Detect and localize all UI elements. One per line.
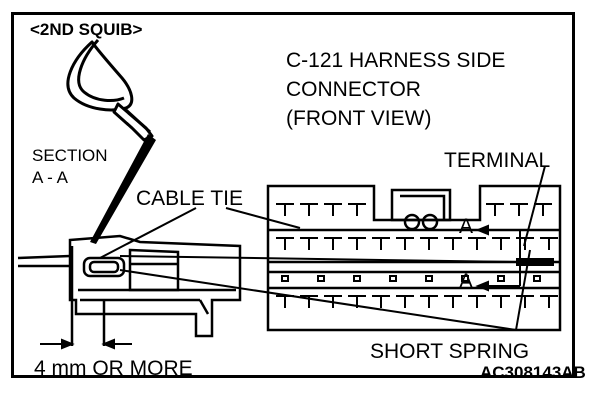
terminal-cavity — [540, 237, 558, 250]
section-label: SECTION — [32, 146, 108, 165]
terminal-cavity — [468, 295, 486, 308]
diagram-frame — [11, 12, 575, 378]
terminal-cavity — [510, 203, 528, 216]
section-leader — [90, 134, 156, 244]
short-spring — [516, 258, 554, 266]
caption-line-1: C-121 HARNESS SIDE — [286, 49, 506, 72]
terminal-cavity — [276, 295, 294, 308]
dimension-label: 4 mm OR MORE — [34, 357, 193, 380]
terminal-cavity — [372, 295, 390, 308]
section-a-a-view — [17, 234, 242, 346]
cable-tie-label: CABLE TIE — [136, 187, 243, 210]
terminal-slot — [497, 275, 505, 282]
terminal-label: TERMINAL — [444, 149, 551, 172]
section-marker-lower: A — [459, 270, 474, 293]
terminal-cavity — [492, 237, 510, 250]
section-marker-arrows — [475, 224, 521, 292]
header-title: <2ND SQUIB> — [30, 20, 143, 39]
terminal-cavity — [492, 295, 510, 308]
terminal-slot — [389, 275, 397, 282]
short-spring-label: SHORT SPRING — [370, 340, 530, 363]
terminal-cavity — [276, 237, 294, 250]
figure-code: AC308143AB — [480, 363, 586, 382]
section-marker-upper: A — [459, 215, 474, 238]
terminal-slot — [425, 275, 433, 282]
caption-line-2: CONNECTOR — [286, 78, 421, 101]
terminal-cavity — [324, 237, 342, 250]
terminal-cavity — [516, 295, 534, 308]
dimension-arrows — [40, 338, 132, 350]
terminal-slot — [353, 275, 361, 282]
section-id-label: A - A — [32, 168, 68, 187]
terminal-cavity — [444, 295, 462, 308]
caption-line-3: (FRONT VIEW) — [286, 107, 432, 130]
terminal-cavity — [540, 295, 558, 308]
terminal-cavity — [468, 237, 486, 250]
terminal-slot — [281, 275, 289, 282]
terminal-cavity — [348, 237, 366, 250]
terminal-cavity — [444, 237, 462, 250]
terminal-cavity — [324, 203, 342, 216]
cable-tie-illustration — [66, 39, 154, 142]
terminal-cavity — [486, 203, 504, 216]
leader-lines — [99, 165, 546, 331]
terminal-slot — [533, 275, 541, 282]
terminal-cavity — [420, 295, 438, 308]
terminal-slot — [317, 275, 325, 282]
terminal-cavity — [300, 203, 318, 216]
terminal-cavity — [420, 237, 438, 250]
terminal-slot — [461, 275, 469, 282]
terminal-cavity — [348, 203, 366, 216]
terminal-cavity — [300, 237, 318, 250]
terminal-cavity — [396, 237, 414, 250]
terminal-cavity — [396, 295, 414, 308]
terminal-cavity — [372, 237, 390, 250]
terminal-cavity — [276, 203, 294, 216]
terminal-cavity — [534, 203, 552, 216]
